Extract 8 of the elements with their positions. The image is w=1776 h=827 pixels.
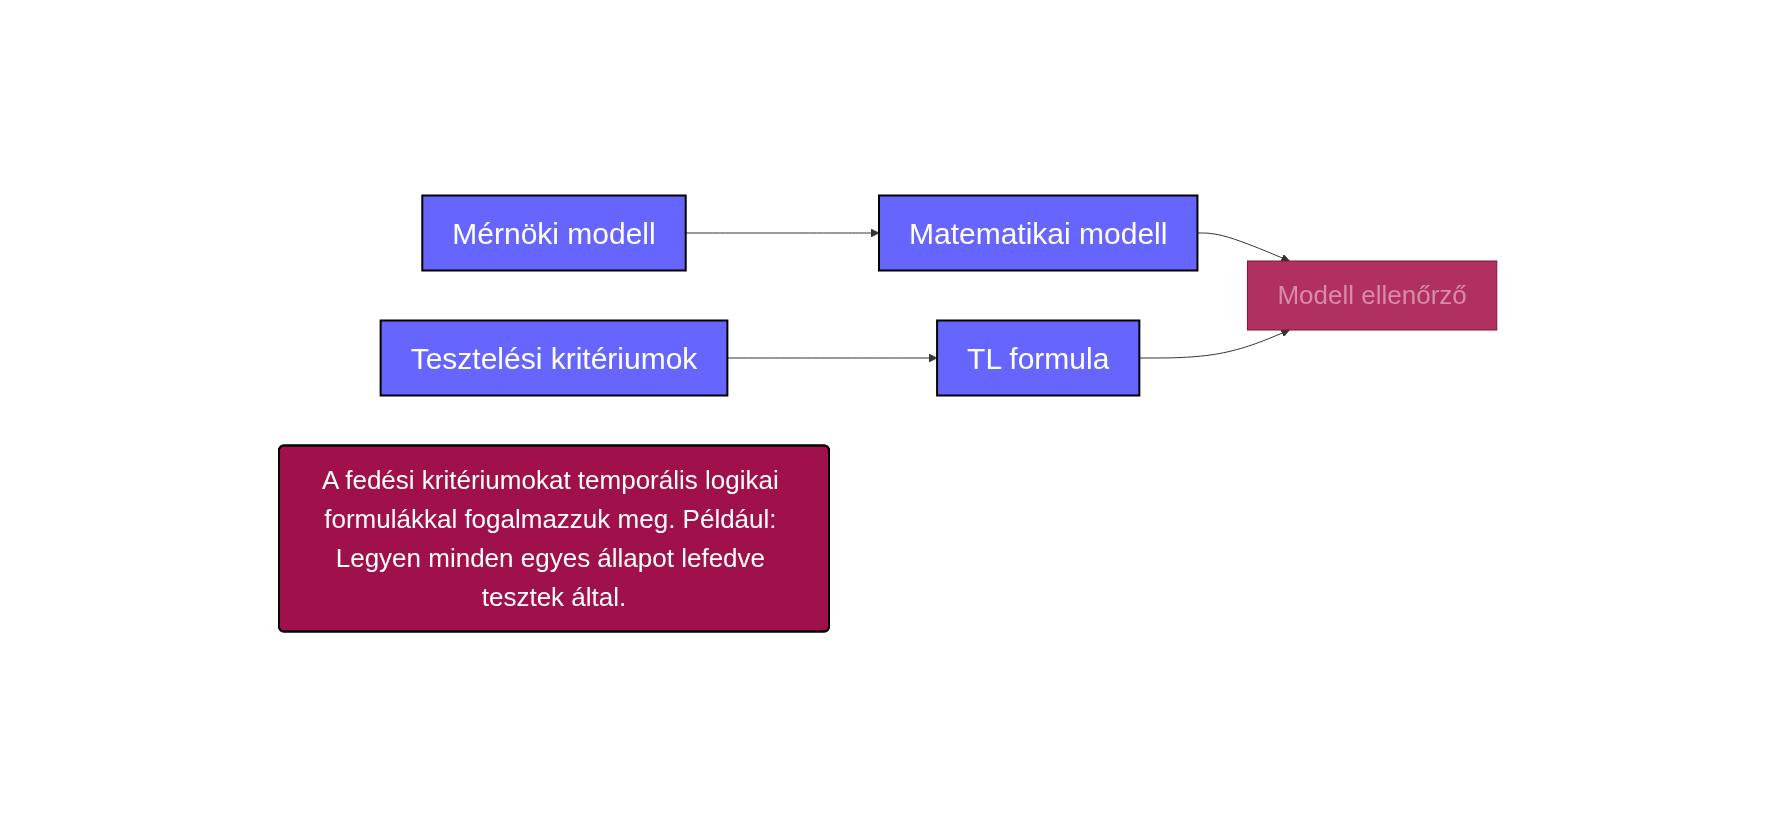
arrow xyxy=(727,353,938,363)
arrow xyxy=(1197,232,1290,262)
node-box: Modell ellenőrző xyxy=(1247,260,1498,331)
node-box: Matematikai modell xyxy=(878,194,1199,272)
node-box: TL formula xyxy=(936,319,1141,397)
arrow xyxy=(685,228,880,238)
node-box: Tesztelési kritériumok xyxy=(379,319,729,397)
node-box: Mérnöki modell xyxy=(421,194,687,272)
